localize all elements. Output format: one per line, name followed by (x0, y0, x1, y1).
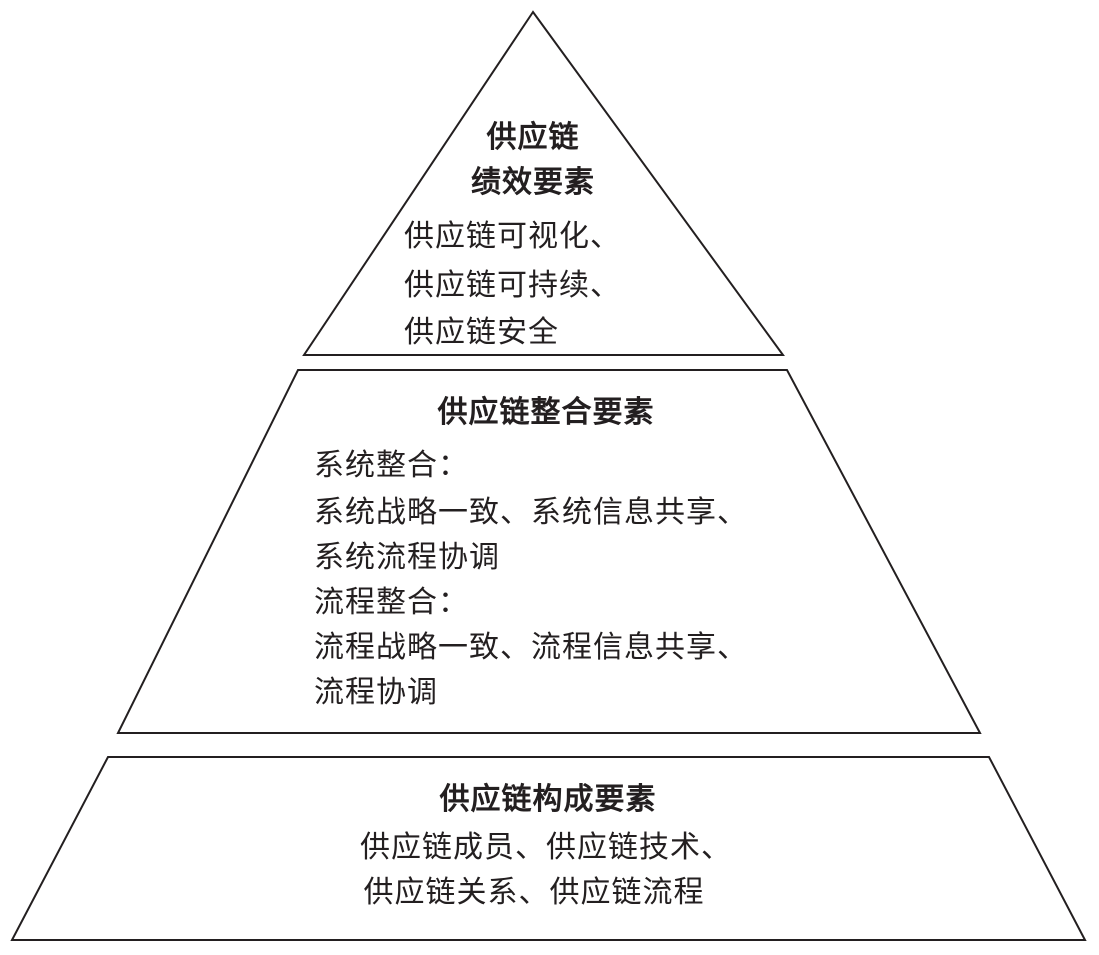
middle-tier-line: 流程协调 (314, 675, 438, 710)
top-tier-title-line1: 供应链 (486, 120, 580, 155)
middle-tier-line: 系统流程协调 (314, 540, 500, 575)
top-tier-title-line2: 绩效要素 (471, 165, 595, 200)
bottom-tier-line: 供应链成员、供应链技术、 (360, 830, 732, 865)
middle-tier-line: 流程战略一致、流程信息共享、 (314, 630, 748, 665)
top-tier-triangle (302, 10, 785, 356)
top-tier-line: 供应链安全 (404, 315, 559, 350)
middle-tier-line: 流程整合： (314, 585, 469, 620)
middle-tier-trapezoid (116, 369, 982, 734)
bottom-tier-line: 供应链关系、供应链流程 (363, 875, 705, 910)
top-tier-line: 供应链可视化、 (404, 219, 621, 254)
bottom-tier-trapezoid (10, 756, 1087, 941)
middle-tier-line: 系统战略一致、系统信息共享、 (314, 495, 748, 530)
middle-tier-line: 系统整合： (314, 448, 469, 483)
bottom-tier-title: 供应链构成要素 (439, 782, 657, 817)
middle-tier-title: 供应链整合要素 (437, 395, 655, 430)
top-tier-line: 供应链可持续、 (404, 268, 621, 303)
